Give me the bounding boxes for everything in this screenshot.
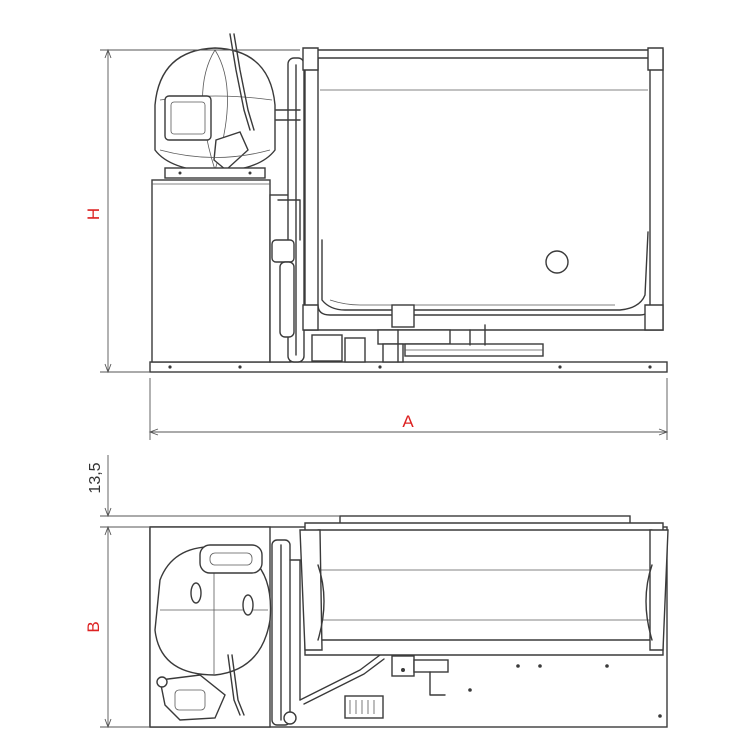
pipe-column [269, 57, 305, 363]
offset-label: 13,5 [87, 462, 104, 493]
front-base-plate [149, 361, 668, 373]
dimension-offset [100, 455, 340, 528]
depth-label: B [84, 621, 103, 632]
tank-top [299, 515, 669, 656]
top-view [149, 515, 669, 728]
tank [302, 47, 664, 331]
pipe-column-top [271, 539, 385, 726]
drain-hole [545, 250, 569, 274]
height-label: H [84, 208, 103, 220]
compressor-housing [151, 179, 271, 363]
front-view [149, 33, 668, 373]
compressor-top [154, 544, 272, 721]
under-tank-parts-top [344, 655, 662, 719]
dimension-h [100, 48, 300, 374]
width-label: A [402, 412, 414, 431]
dimension-a [148, 378, 669, 440]
dimension-b [100, 525, 150, 729]
compressor [154, 33, 276, 179]
under-tank-parts [311, 324, 544, 363]
